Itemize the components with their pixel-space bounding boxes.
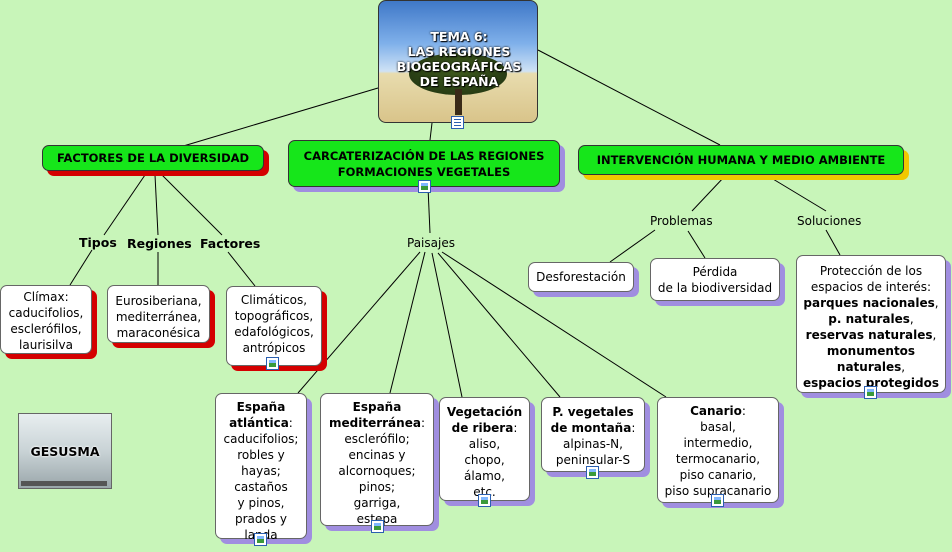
proteccion-item: reservas naturales [805,328,933,342]
proteccion-list: parques nacionales,p. naturales,reservas… [803,296,939,390]
title-node[interactable]: TEMA 6: LAS REGIONES BIOGEOGRÁFICAS DE E… [378,0,538,123]
box-factores[interactable]: Climáticos, topográficos, edafológicos, … [226,286,322,366]
box-vegetacion-ribera[interactable]: Vegetación de ribera: aliso, chopo, álam… [439,397,530,501]
note-icon[interactable] [451,116,464,129]
box-espana-mediterranea[interactable]: España mediterránea: esclerófilo; encina… [320,393,434,526]
box-vegetales-montana[interactable]: P. vegetales de montaña: alpinas-N, peni… [541,397,645,472]
proteccion-item-sep: , [901,360,906,374]
proteccion-item-sep: , [934,296,939,310]
label-paisajes: Paisajes [407,236,455,250]
box-canario[interactable]: Canario: basal, intermedio, termocanario… [657,397,779,503]
label-factores: Factores [200,236,261,251]
image-icon[interactable] [864,386,877,399]
box-perdida-biodiversidad[interactable]: Pérdida de la biodiversidad [650,258,780,301]
title-text: TEMA 6: LAS REGIONES BIOGEOGRÁFICAS DE E… [396,29,522,89]
image-icon[interactable] [266,357,279,370]
logo-text: GESUSMA [30,444,100,459]
image-icon[interactable] [418,180,431,193]
proteccion-item: parques nacionales [803,296,935,310]
image-icon[interactable] [371,520,384,533]
gesusma-logo[interactable]: GESUSMA [18,413,112,489]
image-icon[interactable] [478,494,491,507]
label-regiones: Regiones [127,236,192,251]
box-espana-atlantica[interactable]: España atlántica: caducifolios; robles y… [215,393,307,542]
tree-image [409,53,507,95]
image-icon[interactable] [586,466,599,479]
proteccion-item: espacios protegidos [802,376,940,390]
proteccion-item: p. naturales [828,312,910,326]
image-icon[interactable] [711,494,724,507]
label-soluciones: Soluciones [797,214,862,228]
box-regiones[interactable]: Eurosiberiana, mediterránea, maraconésic… [107,285,210,343]
label-tipos: Tipos [79,235,117,250]
image-icon[interactable] [254,533,267,546]
box-deforestacion[interactable]: Desforestación [528,262,634,292]
proteccion-item: monumentos naturales [826,344,916,374]
box-climax[interactable]: Clímax: caducifolios, esclerófilos, laur… [0,285,92,354]
node-intervencion[interactable]: INTERVENCIÓN HUMANA Y MEDIO AMBIENTE [578,145,904,175]
proteccion-item-sep: , [932,328,937,342]
label-problemas: Problemas [650,214,713,228]
proteccion-item-sep: , [909,312,914,326]
node-factores-diversidad[interactable]: FACTORES DE LA DIVERSIDAD [42,145,264,171]
node-caracterizacion[interactable]: CARCATERIZACIÓN DE LAS REGIONES FORMACIO… [288,140,560,187]
box-proteccion-espacios[interactable]: Protección de los espacios de interés: p… [796,255,946,393]
